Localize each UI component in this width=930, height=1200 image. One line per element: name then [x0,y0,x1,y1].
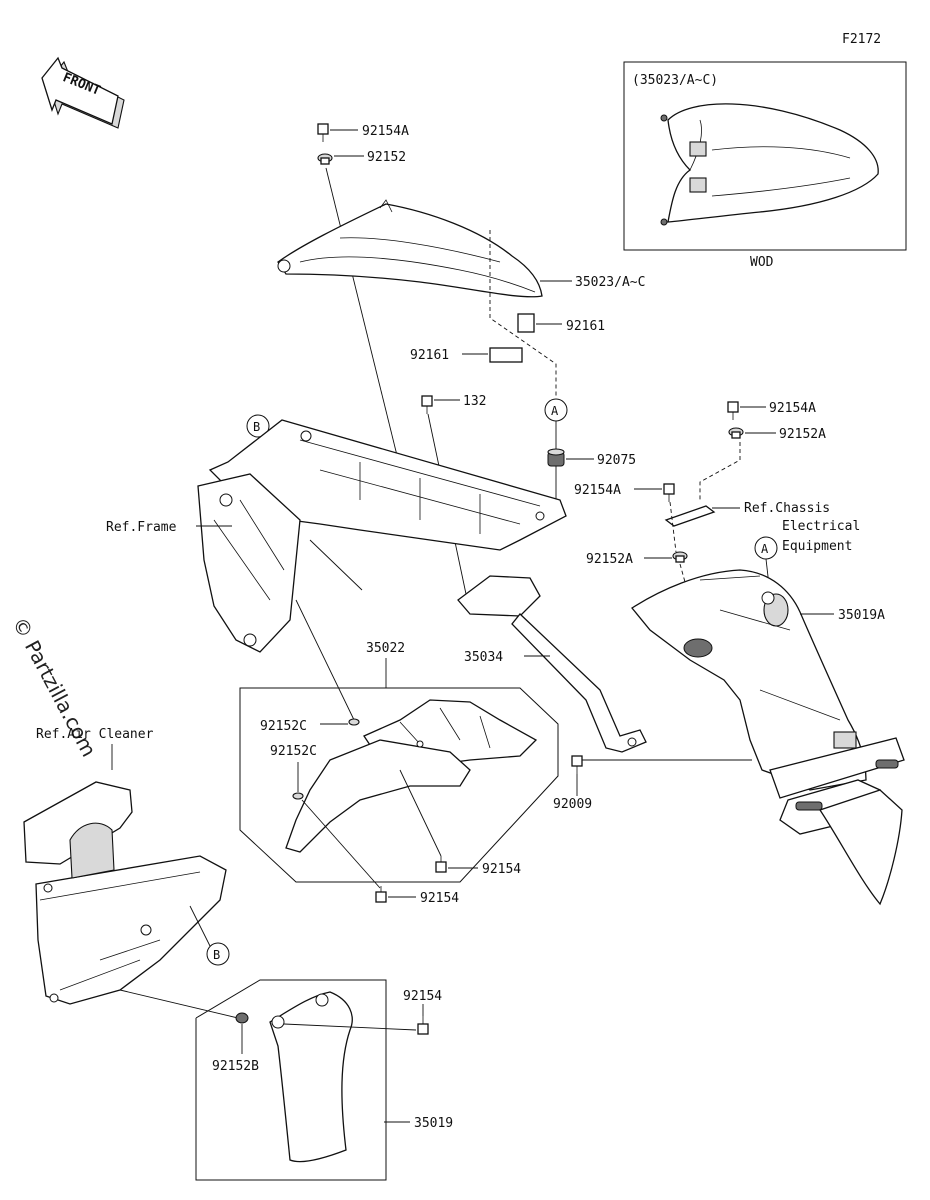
cover-box [195,979,387,1181]
callout-92154A-mid: 92154A [574,483,621,498]
callout-92154A-top: 92154A [362,124,409,139]
marker-b-air-cleaner: B [206,942,230,966]
callout-92154-a: 92154 [482,862,521,877]
callout-35019: 35019 [414,1116,453,1131]
chassis-bracket [664,505,716,527]
marker-a-upper: A [544,398,568,422]
bolt-92154A-right-icon [727,401,739,420]
ref-air-cleaner-label: Ref.Air Cleaner [36,727,154,742]
callout-132: 132 [463,394,486,409]
figure-code: F2172 [842,32,881,47]
callout-35019A: 35019A [838,608,885,623]
callout-92152A-mid: 92152A [586,552,633,567]
pad-92161-right [517,313,535,333]
svg-text:A: A [761,542,769,556]
callout-92152C-b: 92152C [270,744,317,759]
callout-35022: 35022 [366,641,405,656]
front-arrow-icon: FRONT [41,56,125,129]
bolt-92154-a-icon [435,856,447,873]
grommet-92075-icon [547,448,565,467]
inset-caption: WOD [750,255,774,270]
grommet-92152B-icon [235,1012,249,1024]
bolt-92154A-mid-icon [663,483,675,502]
marker-a-right: A [754,536,778,560]
air-cleaner-reference [23,781,227,1005]
collar-92152A-mid-icon [672,551,688,563]
cover-35019 [269,991,353,1163]
marker-b-frame: B [246,414,270,438]
callout-35034: 35034 [464,650,503,665]
callout-35023: 35023/A~C [575,275,645,290]
svg-text:B: B [213,948,220,962]
bolt-132-icon [421,395,433,414]
callout-92009: 92009 [553,797,592,812]
callout-92152B: 92152B [212,1059,259,1074]
callout-92161-left: 92161 [410,348,449,363]
clip-92152C-b-icon [292,792,304,800]
ref-chassis-line2: Electrical [782,519,860,534]
bolt-92009-icon [571,755,583,774]
ref-frame-label: Ref.Frame [106,520,177,535]
collar-92152-top-icon [317,153,333,165]
svg-text:B: B [253,420,260,434]
inner-fender-box [239,687,559,883]
clip-92152C-a-icon [348,718,360,726]
callout-92154-c: 92154 [403,989,442,1004]
bolt-92154-c-icon [417,1016,429,1035]
collar-92152A-right-icon [728,427,744,439]
callout-92152C-a: 92152C [260,719,307,734]
inset-box: (35023/A~C) WOD [623,61,907,270]
ref-chassis-line3: Equipment [782,539,852,554]
callout-92161-right: 92161 [566,319,605,334]
frame-reference [197,419,567,653]
callout-92075: 92075 [597,453,636,468]
rear-cowl-35023 [277,199,543,298]
bolt-92154A-top-icon [317,123,329,142]
inset-title: (35023/A~C) [632,73,718,88]
ref-chassis-line1: Ref.Chassis [744,501,830,516]
inner-fender-35022 [285,699,538,853]
callout-92152-top: 92152 [367,150,406,165]
rear-fender-35019A [631,569,905,906]
callout-92154A-right: 92154A [769,401,816,416]
callout-92154-b: 92154 [420,891,459,906]
stay-35034 [457,575,647,753]
svg-text:A: A [551,404,559,418]
pad-92161-left [489,347,523,363]
bolt-92154-b-icon [375,886,387,903]
callout-92152A-right: 92152A [779,427,826,442]
